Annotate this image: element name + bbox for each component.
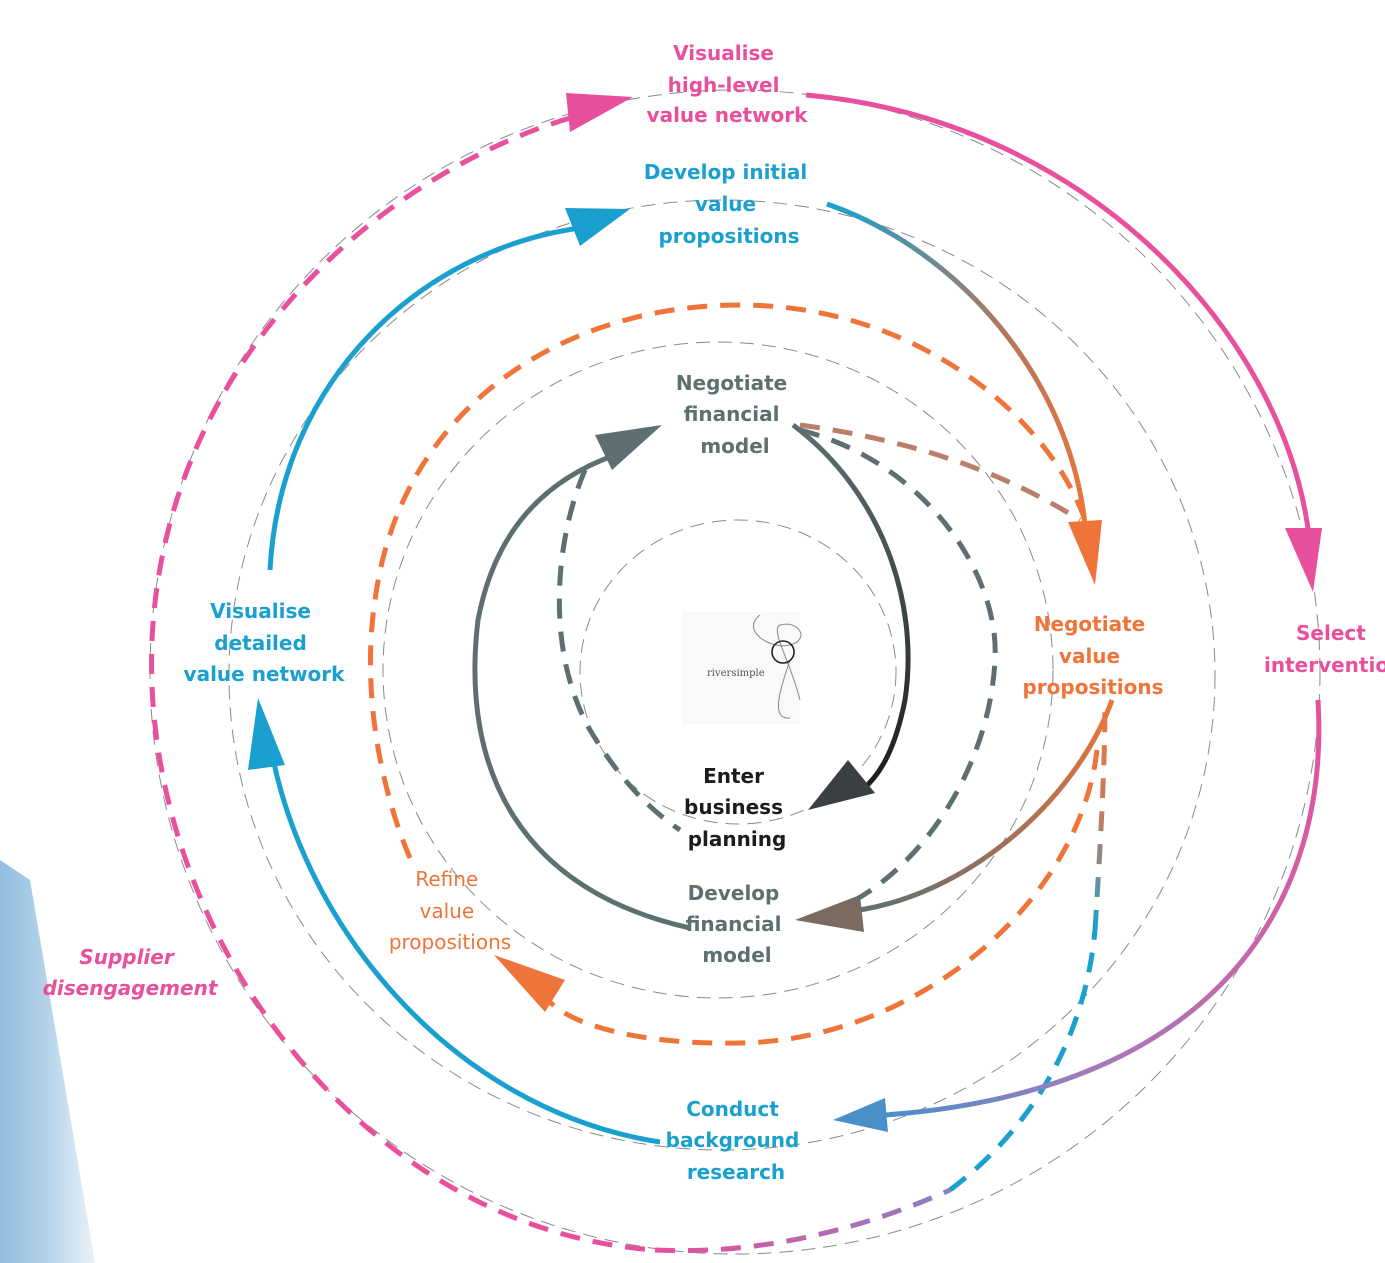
purple-dashed-segment — [654, 1187, 952, 1254]
label-line: financial — [684, 402, 780, 426]
guide-circle-outer — [228, 199, 1216, 1151]
label-line: model — [702, 943, 771, 967]
label-negotiate-financial: Negotiate financial model — [676, 371, 794, 458]
pink-solid-arc — [805, 92, 1313, 546]
label-line: detailed — [214, 631, 307, 655]
label-line: Develop — [688, 881, 780, 905]
label-conduct-background: Conduct background research — [666, 1097, 807, 1184]
label-develop-financial: Develop financial model — [686, 881, 789, 967]
label-line: Enter — [703, 764, 764, 788]
label-line: propositions — [1022, 675, 1163, 699]
label-line: value — [420, 899, 475, 923]
blue-solid-arc-upper — [267, 225, 581, 571]
slate-black-arc — [791, 422, 911, 792]
label-line: Refine — [415, 867, 478, 891]
logo-background — [682, 612, 800, 724]
label-line: Negotiate — [1034, 612, 1145, 636]
slate-arrowhead-top — [595, 425, 662, 470]
label-line: Supplier — [79, 945, 175, 969]
blue-orange-arc — [826, 201, 1088, 526]
label-visualise-detailed: Visualise detailed value network — [184, 599, 346, 686]
logo-wordmark: riversimple — [707, 668, 765, 679]
pink-arrowhead-top — [566, 93, 633, 132]
label-line: financial — [686, 912, 782, 936]
blue-arrowhead-left — [248, 698, 285, 770]
slate-dashed-loop-left — [556, 469, 682, 833]
label-negotiate-value: Negotiate value propositions — [1022, 612, 1163, 699]
riversimple-logo: riversimple — [682, 612, 802, 724]
label-enter-business-planning: Enter business planning — [684, 764, 790, 851]
pink-dashed-loop — [149, 115, 656, 1253]
label-line: research — [687, 1160, 785, 1184]
orange-dashed-ring — [546, 749, 1100, 1046]
guide-circle-inner — [579, 519, 897, 825]
label-line: value network — [647, 103, 809, 127]
background-sky-wedge — [0, 860, 95, 1263]
slate-dashed-loop-right — [799, 427, 998, 906]
label-supplier-disengagement: Supplier disengagement — [43, 945, 219, 1000]
orange-arrowhead-refine — [494, 955, 565, 1012]
slate-arrowhead-develop — [795, 895, 864, 932]
logo-circle-mark — [771, 640, 795, 664]
orange-arrowhead-negotiate — [1068, 520, 1102, 585]
orange-dashed-segment-vertical — [1092, 699, 1108, 931]
blue-arrowhead-conduct — [833, 1098, 888, 1132]
label-line: disengagement — [43, 976, 219, 1000]
label-select-intervention: Select intervention — [1264, 621, 1385, 677]
label-line: propositions — [389, 930, 511, 954]
label-line: high-level — [668, 73, 780, 97]
label-visualise-high-level: Visualise high-level value network — [647, 41, 809, 127]
label-line: value — [695, 192, 756, 216]
label-line: Conduct — [686, 1097, 779, 1121]
label-line: intervention — [1264, 653, 1385, 677]
label-line: Negotiate — [676, 371, 787, 395]
logo-sketch-loop — [753, 614, 802, 719]
pink-arrowhead-right — [1285, 528, 1322, 592]
label-line: value network — [184, 662, 346, 686]
blue-arrowhead-top — [565, 208, 630, 246]
blue-dashed-segment — [948, 929, 1098, 1192]
orange-dashed-ring-left — [368, 302, 1088, 859]
label-line: propositions — [658, 224, 799, 248]
label-line: business — [684, 795, 783, 819]
dark-arrowhead-enter — [808, 760, 875, 810]
label-line: Select — [1296, 621, 1366, 645]
orange-dashed-arrow — [799, 422, 1082, 523]
orange-slate-arc — [859, 699, 1115, 913]
label-line: planning — [688, 827, 787, 851]
slate-solid-arc-left — [472, 452, 691, 931]
label-line: value — [1059, 644, 1120, 668]
label-line: background — [666, 1128, 800, 1152]
blue-solid-arc — [265, 729, 661, 1145]
label-line: model — [700, 434, 769, 458]
label-line: Visualise — [673, 41, 774, 65]
label-line: Develop initial — [644, 160, 807, 184]
label-develop-initial: Develop initial value propositions — [644, 160, 814, 248]
pink-solid-arc-lower — [884, 699, 1322, 1118]
label-line: Visualise — [210, 599, 311, 623]
label-refine-value: Refine value propositions — [389, 867, 511, 954]
guide-circle-mid — [382, 341, 1054, 999]
